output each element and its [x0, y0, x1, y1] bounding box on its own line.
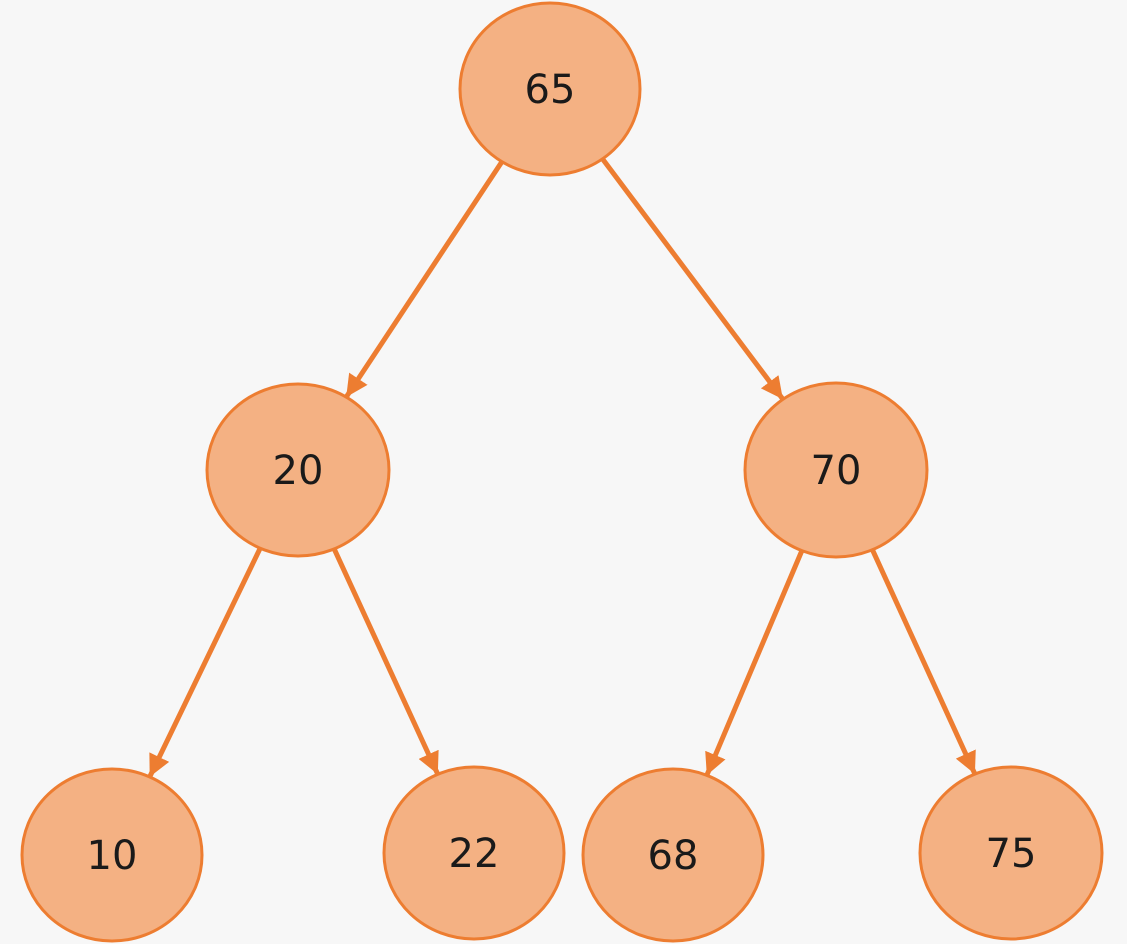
node-label: 65	[525, 67, 576, 113]
edge-n65-to-n20	[344, 160, 504, 399]
node-circle	[581, 767, 765, 943]
node-circle	[382, 765, 566, 941]
tree-node-75: 75	[918, 765, 1104, 941]
node-label: 20	[273, 448, 324, 494]
node-circle	[205, 382, 391, 558]
tree-node-65: 65	[458, 1, 642, 177]
edges-layer	[147, 157, 978, 778]
node-circle	[458, 1, 642, 177]
tree-node-22: 22	[382, 765, 566, 941]
node-circle	[918, 765, 1104, 941]
node-label: 22	[449, 831, 500, 877]
tree-node-70: 70	[743, 381, 929, 559]
node-label: 68	[648, 833, 699, 879]
edge-n70-to-n68	[704, 549, 805, 777]
node-circle	[20, 767, 204, 943]
edge-n70-to-n75	[870, 548, 978, 776]
tree-node-10: 10	[20, 767, 204, 943]
nodes-layer: 65 20 70 10 22 68 75	[20, 1, 1104, 943]
node-label: 75	[986, 831, 1037, 877]
node-label: 10	[87, 833, 138, 879]
edge-n20-to-n10	[147, 547, 263, 778]
tree-node-20: 20	[205, 382, 391, 558]
edge-n20-to-n22	[331, 547, 441, 776]
edge-n65-to-n70	[600, 157, 785, 401]
tree-node-68: 68	[581, 767, 765, 943]
node-label: 70	[811, 448, 862, 494]
node-circle	[743, 381, 929, 559]
